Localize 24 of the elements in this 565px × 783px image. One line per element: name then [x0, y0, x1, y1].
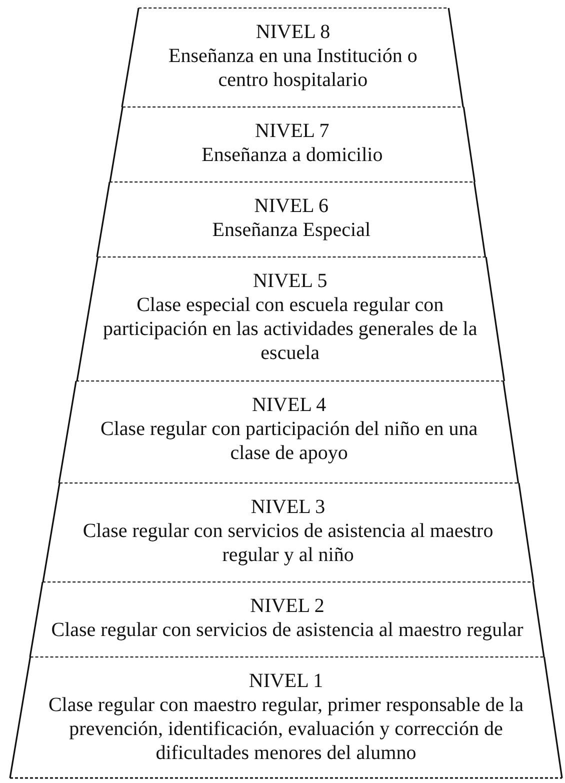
pyramid-level: [59, 381, 519, 483]
pyramid-level: [76, 257, 504, 381]
level-heading: NIVEL 8: [256, 20, 330, 44]
level-heading: NIVEL 3: [250, 495, 326, 519]
level-heading: NIVEL 7: [255, 119, 330, 143]
level-description: Clase regular con participación del niño en una clase de apoyo: [100, 417, 479, 465]
level-description: Clase regular con servicios de asistencia al maestro regular y al niño: [82, 519, 494, 567]
pyramid-level: [30, 582, 544, 657]
level-heading: NIVEL 1: [248, 669, 324, 693]
pyramid-level: [110, 107, 475, 182]
level-description: Enseñanza Especial: [212, 218, 371, 242]
pyramid-level: [97, 182, 486, 257]
level-heading: NIVEL 6: [254, 194, 329, 218]
level-description: Clase regular con servicios de asistencia al maestro regular: [51, 618, 524, 642]
level-description: Clase especial con escuela regular con participación en las actividades generales de la escuela: [102, 293, 478, 365]
level-heading: NIVEL 4: [252, 393, 326, 417]
level-heading: NIVEL 5: [252, 269, 328, 293]
pyramid-level: [42, 483, 534, 582]
level-description: Enseñanza a domicilio: [202, 143, 383, 167]
pyramid-level: [10, 657, 562, 778]
pyramid-level: [122, 8, 464, 107]
level-description: Enseñanza en una Institución o centro hospitalario: [168, 44, 418, 92]
level-heading: NIVEL 2: [250, 594, 324, 618]
level-description: Clase regular con maestro regular, primer responsable de la prevención, identificación, evaluación y corrección de dificultades menores del alumno: [47, 693, 525, 765]
